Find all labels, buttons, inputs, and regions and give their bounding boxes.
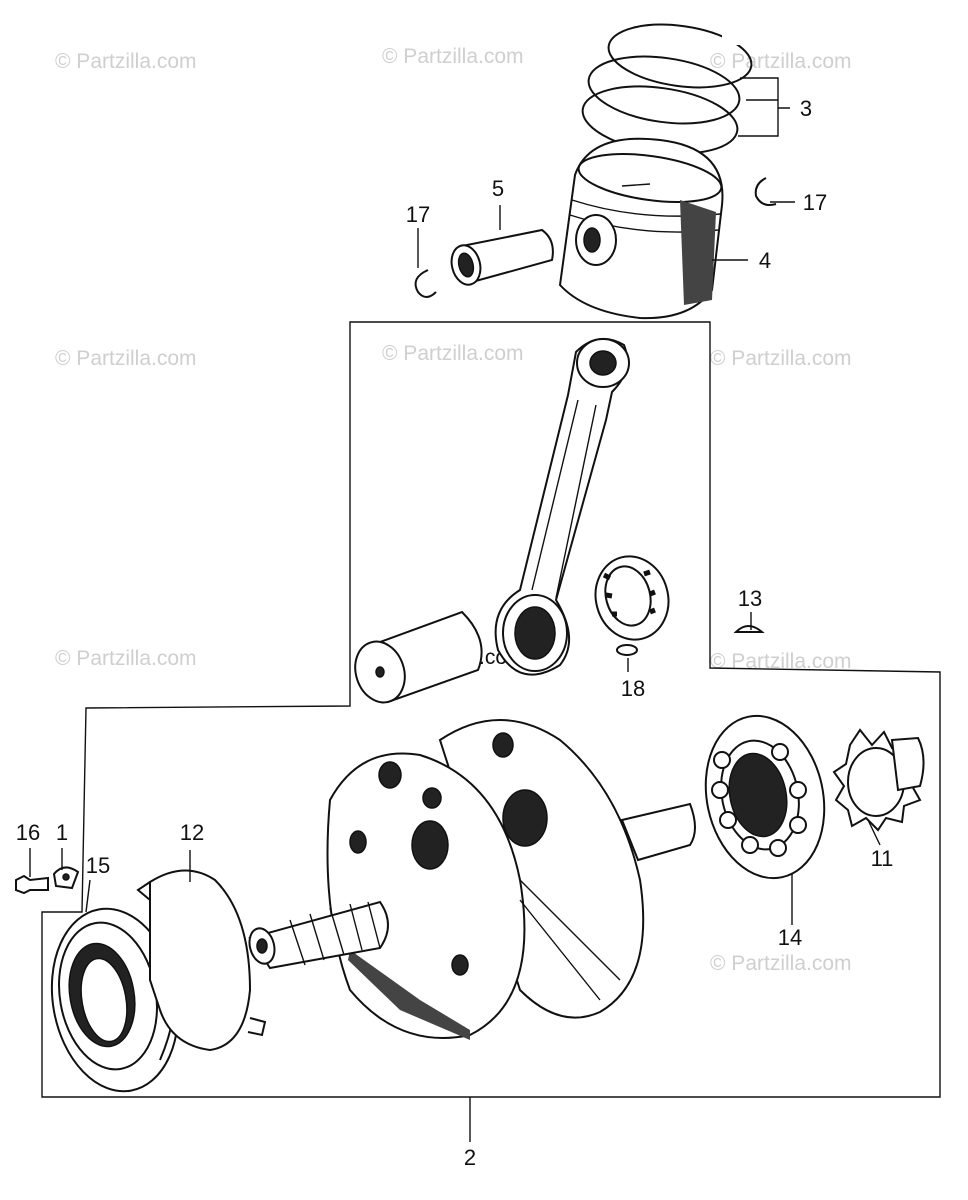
piston	[558, 137, 724, 320]
watermark: © Partzilla.com	[382, 45, 524, 68]
connecting-rod	[494, 337, 630, 676]
callout-17-right: 17	[803, 190, 827, 215]
watermark: © Partzilla.com	[382, 342, 524, 365]
callout-12: 12	[180, 820, 204, 845]
crankshaft-assembly-boundary	[41, 321, 941, 1098]
callout-5: 5	[492, 176, 504, 201]
callout-labels: 1 2 3 4 5 11 12 13 14 15 16 17 17 18	[16, 96, 894, 1170]
callout-17-left: 17	[406, 202, 430, 227]
watermark: © Partzilla.com	[710, 347, 852, 370]
callout-3: 3	[800, 96, 812, 121]
needle-bearing	[594, 555, 670, 641]
watermark: © Partzilla.com	[710, 650, 852, 673]
callout-1: 1	[56, 820, 68, 845]
crank-pin	[354, 610, 483, 704]
callout-14: 14	[778, 925, 802, 950]
piston-pin-clips	[414, 177, 777, 298]
watermark: © Partzilla.com	[55, 50, 197, 73]
callout-2: 2	[464, 1145, 476, 1170]
crank-pin-key	[616, 644, 638, 656]
oil-seal	[50, 907, 180, 1093]
callout-4: 4	[759, 248, 771, 273]
bolt-and-lock-washer	[15, 866, 80, 895]
callout-13: 13	[738, 586, 762, 611]
callout-16: 16	[16, 820, 40, 845]
watermark: © Partzilla.com	[55, 647, 197, 670]
plate	[136, 869, 267, 1052]
callout-18: 18	[621, 676, 645, 701]
crankshaft	[248, 719, 696, 1040]
leader-lines	[29, 77, 881, 1142]
sprocket	[832, 728, 925, 832]
watermark: © Partzilla.com	[710, 50, 852, 73]
callout-15: 15	[86, 853, 110, 878]
piston-pin	[450, 228, 554, 286]
watermark: © Partzilla.com	[55, 347, 197, 370]
watermark: © Partzilla.com	[710, 952, 852, 975]
ball-bearing	[704, 714, 826, 880]
callout-11: 11	[871, 846, 894, 871]
woodruff-key	[733, 625, 765, 633]
